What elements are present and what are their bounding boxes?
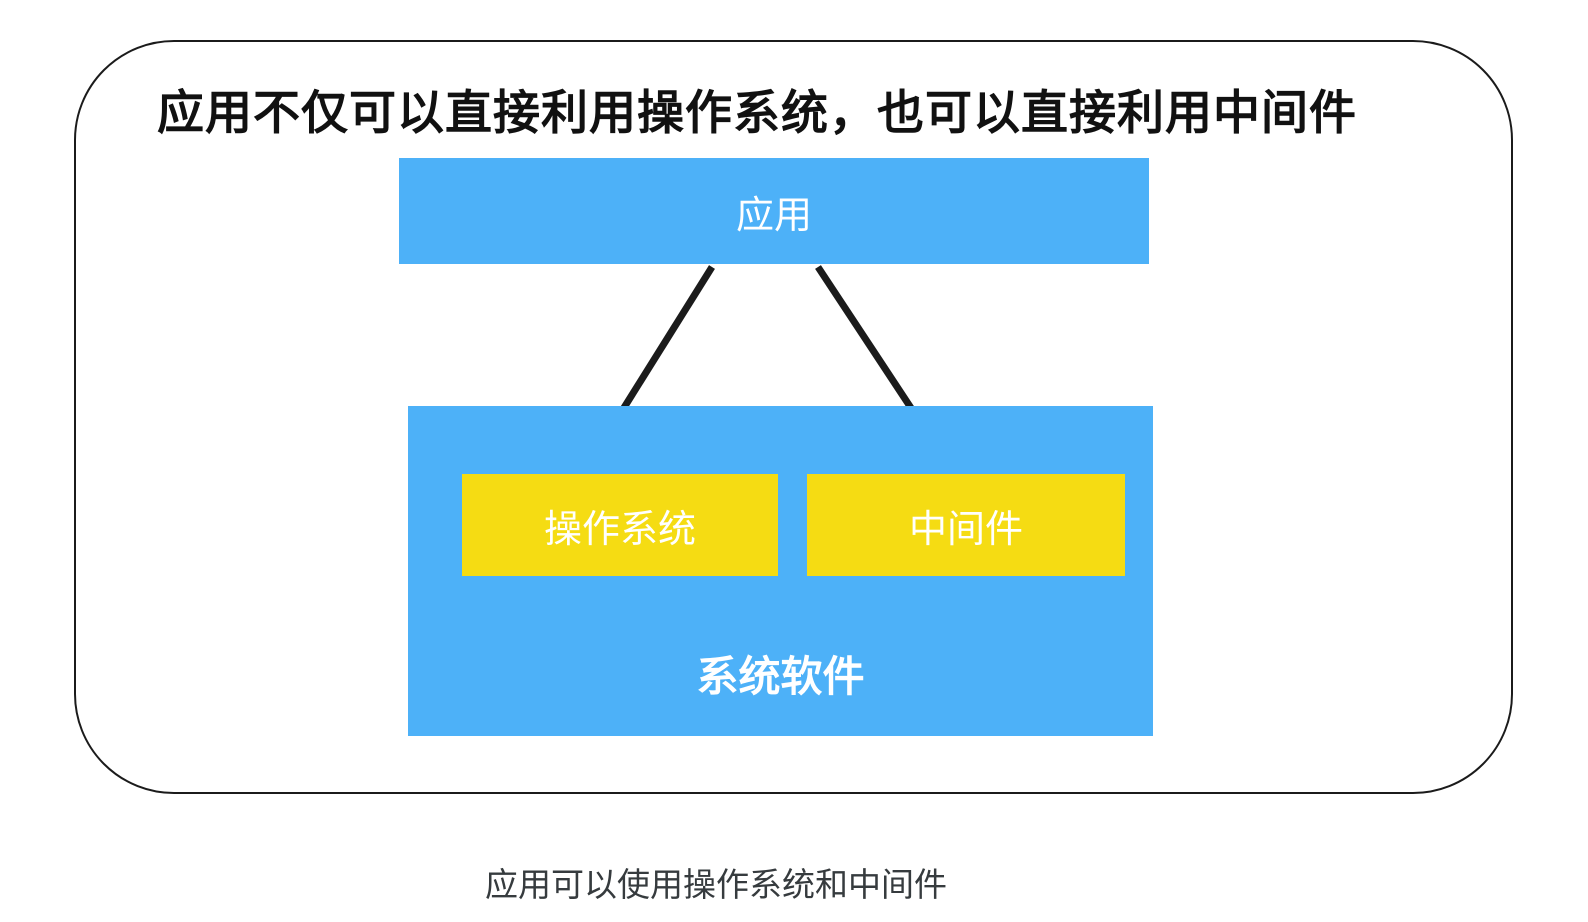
node-operating-system-label: 操作系统 [543,508,696,551]
node-app: 应用 [399,158,1149,264]
node-app-label: 应用 [735,194,812,237]
node-middleware-label: 中间件 [908,508,1023,551]
node-middleware: 中间件 [807,474,1125,576]
node-system-software: 操作系统 中间件 系统软件 [408,406,1153,736]
node-system-software-label: 系统软件 [696,653,865,700]
diagram-title: 应用不仅可以直接利用操作系统，也可以直接利用中间件 [157,86,1357,139]
diagram-caption: 应用可以使用操作系统和中间件 [485,866,947,903]
node-operating-system: 操作系统 [462,474,778,576]
